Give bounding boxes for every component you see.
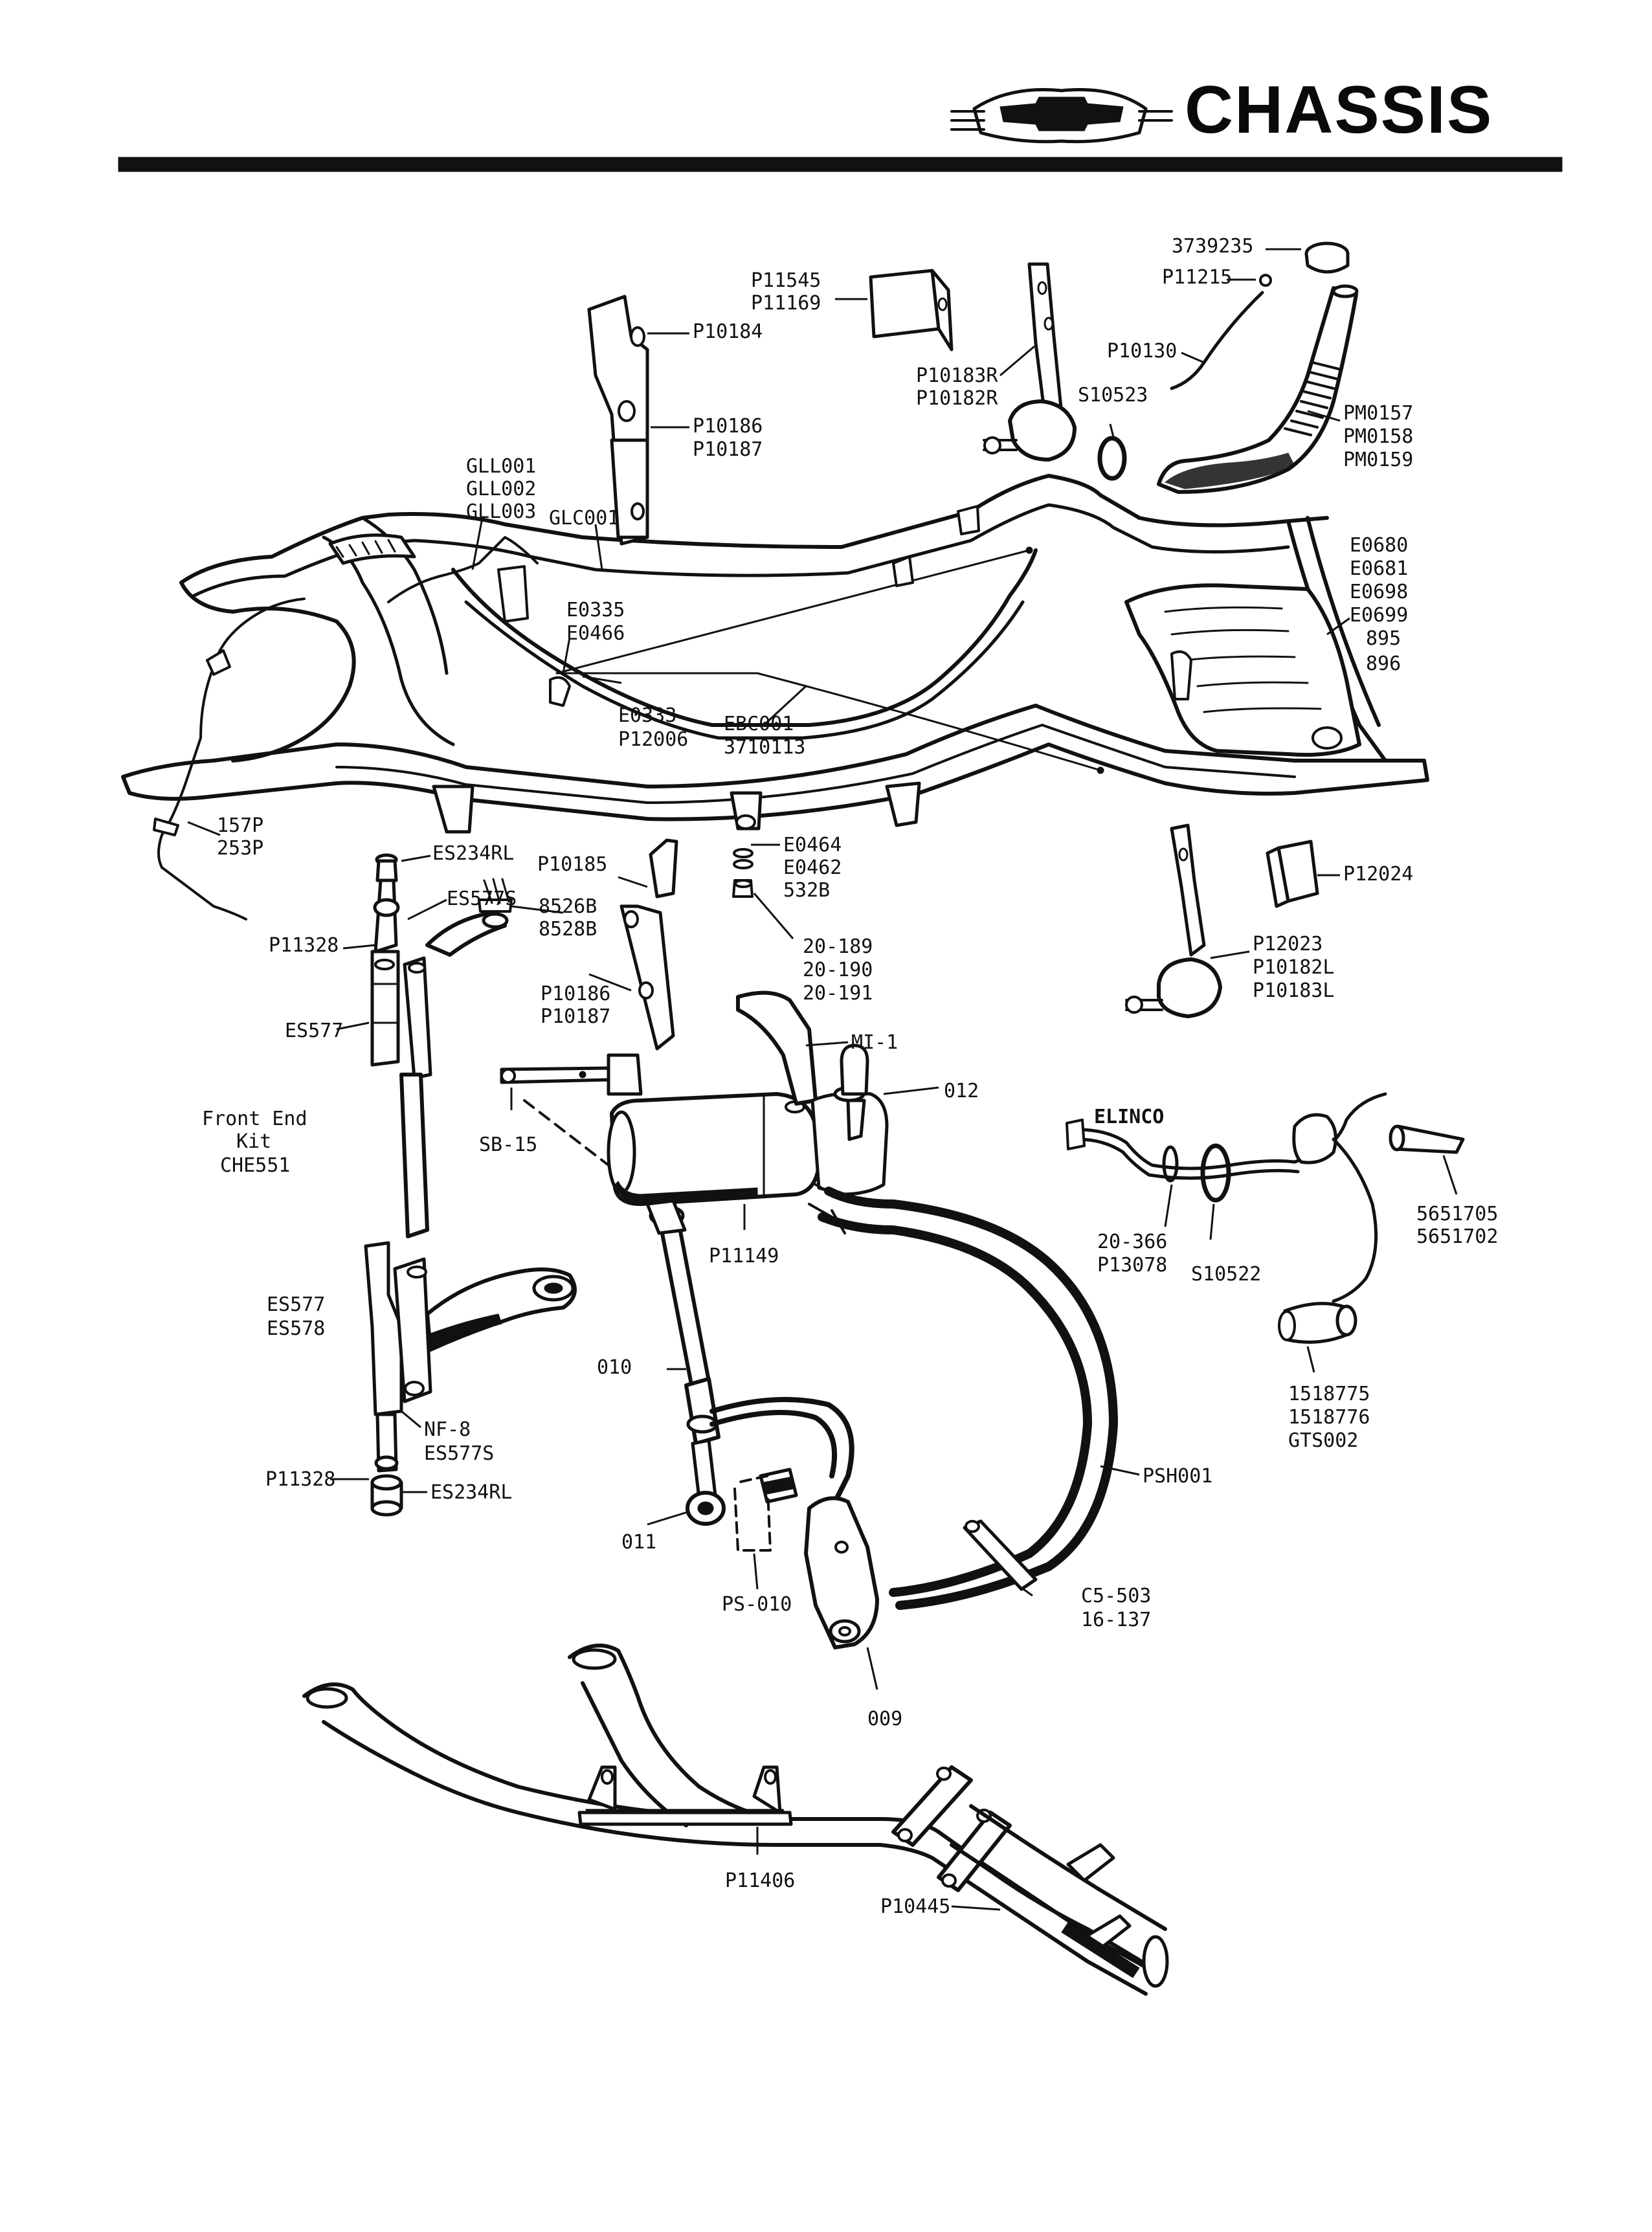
callout-p12024: P12024 — [1343, 863, 1413, 886]
callout-20-366: 20-366 — [1097, 1231, 1167, 1253]
callout-010: 010 — [597, 1356, 632, 1379]
callout-1518776: 1518776 — [1288, 1406, 1370, 1429]
callout-es577-lower: ES577 — [267, 1293, 325, 1316]
callout-psh001: PSH001 — [1143, 1465, 1212, 1488]
page-title: CHASSIS — [1185, 73, 1493, 148]
callout-e0333: E0333 — [618, 704, 676, 727]
callout-gll003: GLL003 — [466, 500, 536, 523]
callout-p10184: P10184 — [693, 320, 763, 343]
callout-8526b: 8526B — [539, 895, 597, 918]
callout-p10182l: P10182L — [1253, 956, 1334, 979]
callout-p11406: P11406 — [725, 1869, 795, 1892]
upper-brackets-drawing — [587, 241, 1359, 546]
callout-glc001: GLC001 — [549, 507, 619, 530]
callout-ebc001: EBC001 — [724, 713, 794, 735]
elinco-tag: ELINCO — [1094, 1106, 1164, 1128]
callout-gll002: GLL002 — [466, 478, 536, 500]
callout-e0466: E0466 — [566, 622, 625, 645]
callout-mi-1: MI-1 — [851, 1031, 898, 1054]
callout-p11328-upper: P11328 — [269, 934, 339, 957]
leader-lines — [187, 248, 1458, 1911]
callout-c5-503: C5-503 — [1081, 1585, 1151, 1607]
callout-532b: 532B — [783, 879, 830, 902]
callout-1518775: 1518775 — [1288, 1383, 1370, 1405]
callout-8528b: 8528B — [539, 918, 597, 941]
callout-p10185: P10185 — [537, 853, 607, 876]
callout-e0464: E0464 — [783, 834, 842, 856]
callout-20-190: 20-190 — [803, 959, 873, 981]
callout-e0462: E0462 — [783, 856, 842, 879]
callout-20-189: 20-189 — [803, 935, 873, 958]
middle-parts-drawing — [620, 823, 1319, 1051]
callout-p13078: P13078 — [1097, 1254, 1167, 1277]
callout-p10130: P10130 — [1107, 340, 1177, 363]
header: CHASSIS — [118, 73, 1563, 172]
chassis-frame-drawing — [121, 474, 1429, 921]
callout-es577s-lower: ES577S — [424, 1442, 494, 1465]
callout-pm0158: PM0158 — [1343, 425, 1413, 448]
kit-line-2: Kit — [236, 1130, 271, 1153]
callout-896: 896 — [1366, 653, 1401, 675]
callout-es577s-upper: ES577S — [447, 887, 517, 910]
callout-p10186-lower: P10186 — [541, 983, 610, 1005]
callout-e0680: E0680 — [1350, 534, 1408, 557]
callout-p12006: P12006 — [618, 728, 688, 751]
callout-p11149: P11149 — [709, 1245, 779, 1267]
header-rule — [118, 160, 1563, 172]
callout-e0681: E0681 — [1350, 557, 1408, 580]
callout-gll001: GLL001 — [466, 455, 536, 478]
callout-labels: 3739235 P11215 P11545 P11169 P10184 P101… — [202, 235, 1498, 1918]
callout-16-137: 16-137 — [1081, 1609, 1151, 1631]
steering-linkage-drawing — [364, 853, 577, 1517]
exhaust-pipe-drawing — [302, 1644, 1169, 1996]
callout-ps-010: PS-010 — [722, 1593, 792, 1616]
callout-3739235: 3739235 — [1172, 235, 1253, 258]
callout-p12023: P12023 — [1253, 933, 1323, 955]
callout-e0698: E0698 — [1350, 581, 1408, 603]
callout-es577-upper: ES577 — [285, 1020, 343, 1042]
callout-p10187-lower: P10187 — [541, 1005, 610, 1028]
callout-pm0159: PM0159 — [1343, 449, 1413, 471]
callout-s10522: S10522 — [1191, 1263, 1261, 1286]
callout-3710113: 3710113 — [724, 736, 805, 759]
callout-p11545: P11545 — [751, 269, 821, 292]
callout-es234rl-lower: ES234RL — [430, 1481, 512, 1504]
bowtie-emblem-icon — [950, 88, 1173, 144]
callout-gts002: GTS002 — [1288, 1429, 1358, 1452]
callout-157p: 157P — [217, 814, 263, 837]
callout-5651702: 5651702 — [1416, 1225, 1498, 1248]
callout-e0699: E0699 — [1350, 604, 1408, 627]
callout-es578: ES578 — [267, 1317, 325, 1340]
header-rule-thin — [118, 157, 1563, 161]
callout-5651705: 5651705 — [1416, 1203, 1498, 1225]
callout-011: 011 — [621, 1531, 656, 1554]
callout-es234rl-upper: ES234RL — [432, 842, 514, 865]
kit-line-1: Front End — [202, 1108, 307, 1130]
callout-p10187-upper: P10187 — [693, 438, 763, 461]
callout-p10445: P10445 — [880, 1895, 950, 1918]
callout-pm0157: PM0157 — [1343, 402, 1413, 425]
power-steering-drawing — [500, 990, 1118, 1649]
callout-p10186-upper: P10186 — [693, 415, 763, 438]
callout-p10183l: P10183L — [1253, 979, 1334, 1002]
callout-20-191: 20-191 — [803, 982, 873, 1005]
kit-line-3: CHE551 — [220, 1154, 290, 1177]
callout-sb-15: SB-15 — [479, 1133, 537, 1156]
callout-012: 012 — [944, 1080, 979, 1102]
callout-e0335: E0335 — [566, 599, 625, 621]
callout-p11215: P11215 — [1162, 266, 1232, 289]
callout-s10523: S10523 — [1078, 384, 1148, 407]
callout-253p: 253P — [217, 837, 263, 860]
callout-p11169: P11169 — [751, 292, 821, 315]
callout-p11328-lower: P11328 — [265, 1468, 335, 1491]
fuel-sender-drawing: ELINCO — [1066, 1092, 1465, 1344]
callout-nf-8: NF-8 — [424, 1418, 471, 1441]
callout-895: 895 — [1366, 627, 1401, 650]
callout-p10183r: P10183R — [916, 364, 998, 387]
callout-p10182r: P10182R — [916, 387, 998, 410]
callout-009: 009 — [867, 1708, 902, 1730]
